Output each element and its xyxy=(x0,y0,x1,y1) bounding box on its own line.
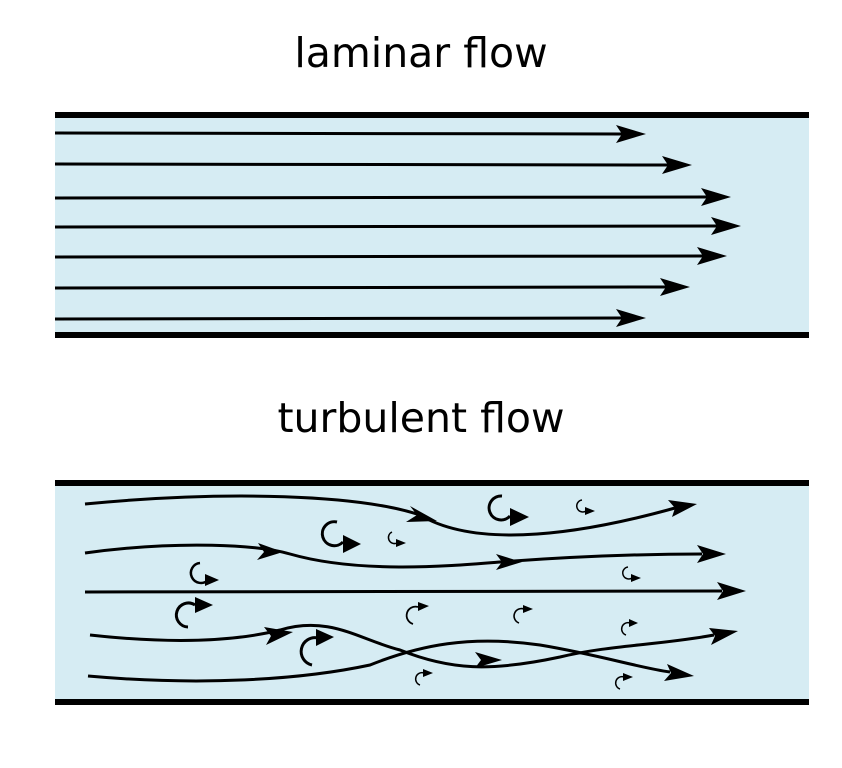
turbulent-streamline xyxy=(87,639,671,683)
laminar-arrowhead xyxy=(662,156,692,174)
streamline-midarrow xyxy=(475,652,502,668)
laminar-streamline xyxy=(54,285,667,290)
turbulent-arrowhead xyxy=(697,545,726,563)
laminar-arrowhead xyxy=(660,278,690,296)
turbulent-streamline xyxy=(84,543,703,569)
turbulent-streamline xyxy=(89,623,715,669)
laminar-streamline xyxy=(54,254,704,259)
turbulent-flow-title: turbulent flow xyxy=(277,394,565,442)
laminar-arrowhead xyxy=(616,309,646,327)
eddy-icon xyxy=(576,499,595,515)
laminar-streamline xyxy=(54,195,708,200)
laminar-top-wall xyxy=(55,112,809,118)
eddy-icon xyxy=(174,597,213,629)
turbulent-bottom-wall xyxy=(55,699,809,705)
eddy-icon xyxy=(387,531,406,547)
eddy-icon xyxy=(320,520,361,553)
laminar-streamline xyxy=(54,162,669,167)
laminar-arrowhead xyxy=(701,188,731,206)
turbulent-streamlines xyxy=(84,494,746,683)
eddy-icon xyxy=(620,619,638,636)
eddy-icon xyxy=(614,673,633,690)
laminar-arrowhead xyxy=(697,247,727,265)
turbulent-arrowhead xyxy=(668,500,697,517)
laminar-arrowhead xyxy=(711,217,741,235)
turbulent-eddies xyxy=(174,494,641,690)
turbulent-streamline xyxy=(84,589,723,594)
turbulent-arrowhead xyxy=(709,628,738,645)
laminar-arrowhead xyxy=(616,125,646,143)
streamline-midarrow xyxy=(496,554,522,570)
streamline-midarrow xyxy=(406,506,437,522)
eddy-icon xyxy=(414,669,433,686)
eddy-icon xyxy=(513,605,533,624)
streamline-midarrow xyxy=(257,543,283,560)
turbulent-top-wall xyxy=(55,480,809,486)
laminar-streamline xyxy=(54,131,623,136)
laminar-bottom-wall xyxy=(55,332,809,338)
eddy-icon xyxy=(487,494,529,526)
laminar-streamline xyxy=(54,316,623,321)
eddy-icon xyxy=(405,602,429,625)
laminar-streamline xyxy=(54,224,718,229)
turbulent-arrowhead xyxy=(717,582,746,600)
eddy-icon xyxy=(189,561,219,586)
laminar-flow-title: laminar flow xyxy=(294,29,548,77)
turbulent-arrowhead xyxy=(664,664,694,681)
eddy-icon xyxy=(622,566,641,582)
streamline-midarrow xyxy=(264,627,293,645)
laminar-streamlines xyxy=(54,125,741,327)
eddy-icon xyxy=(299,629,334,667)
